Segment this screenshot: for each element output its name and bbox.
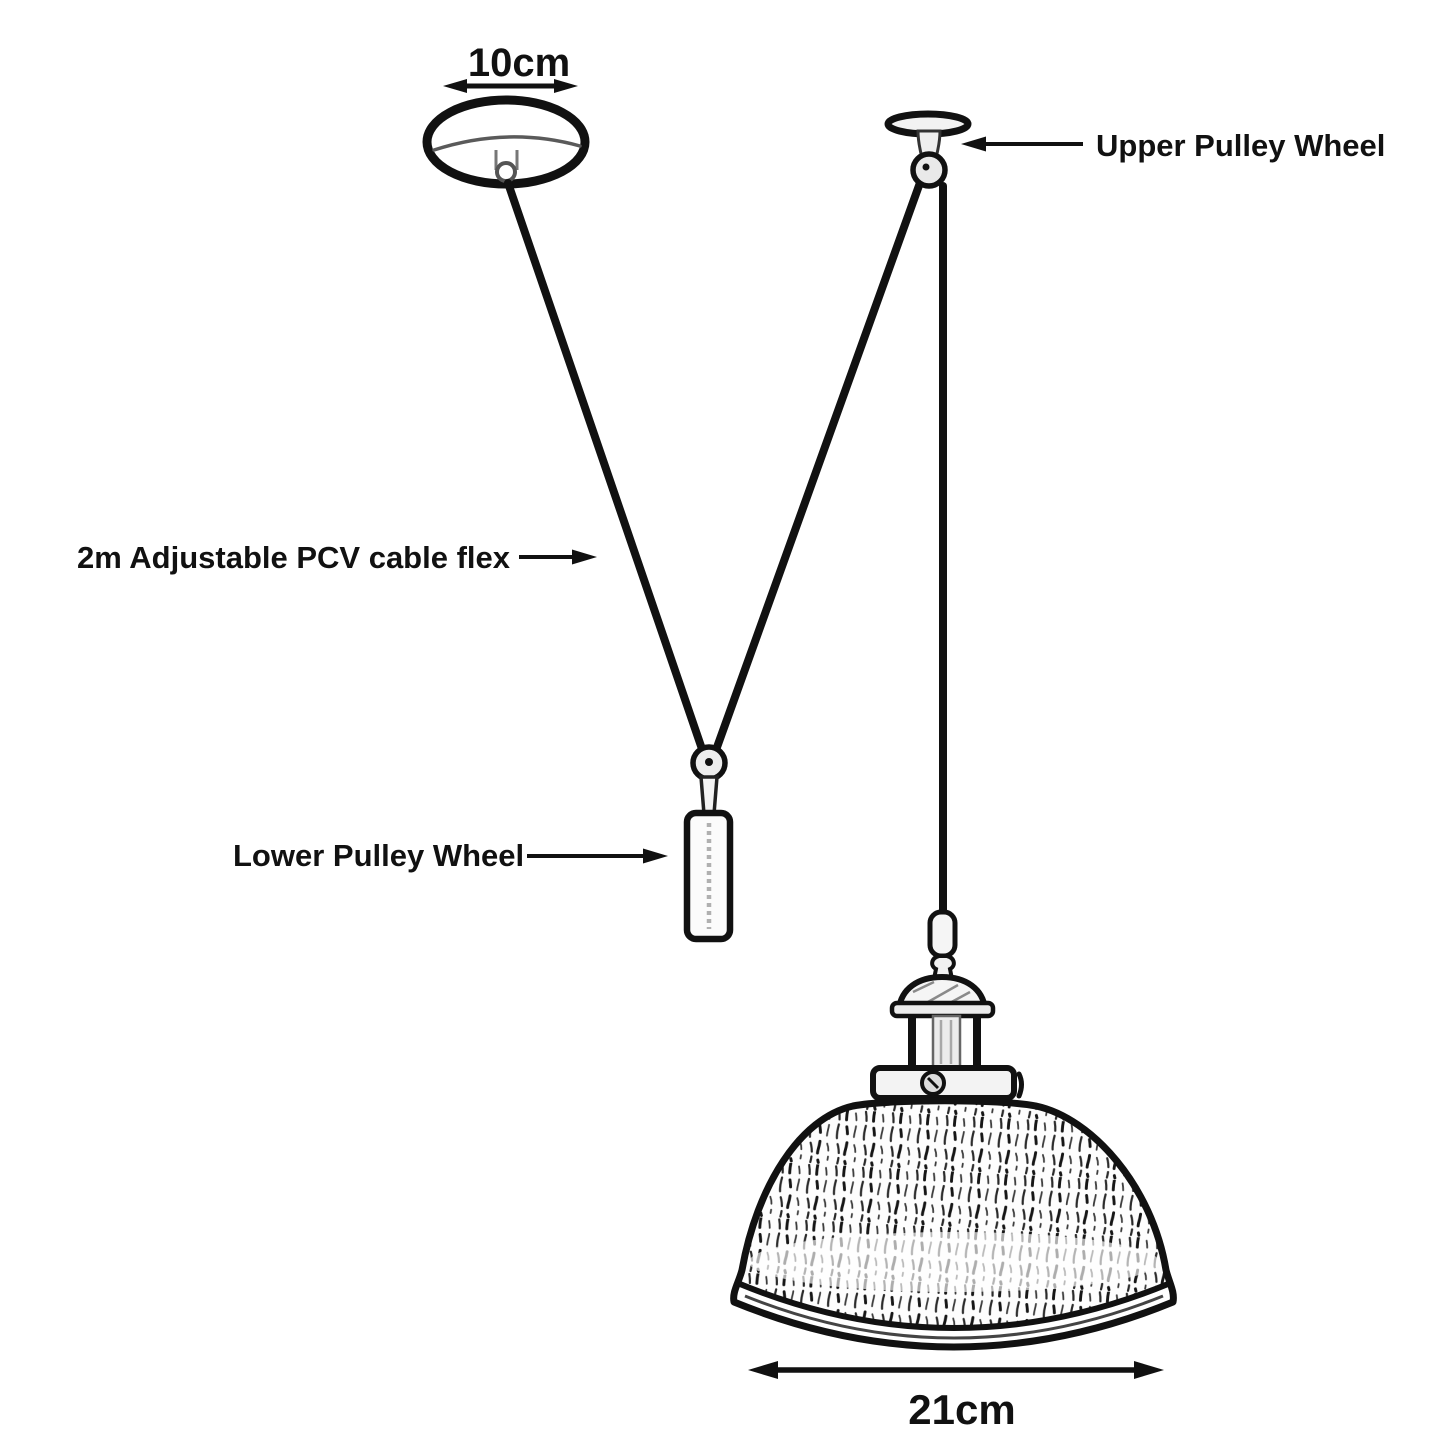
canopy-dimension-label: 10cm <box>468 41 570 85</box>
lower-pulley-label: Lower Pulley Wheel <box>233 838 524 873</box>
shade-dome-outline <box>730 1097 1177 1351</box>
ceiling-rose-stem <box>494 150 519 170</box>
callout-cable-flex: 2m Adjustable PCV cable flex <box>77 540 597 575</box>
ceiling-rose-rim-line <box>432 135 582 152</box>
ceiling-rose <box>422 95 590 189</box>
shade-ring-side-screw <box>1016 1071 1024 1099</box>
upper-pulley <box>884 110 972 189</box>
cable-rose-to-lower-pulley <box>504 179 706 753</box>
shade-rim-inner-edge <box>744 1294 1164 1340</box>
lamp-holder <box>870 909 1024 1101</box>
lower-pulley-counterweight <box>683 744 734 943</box>
cable-lower-to-upper-pulley <box>712 176 925 754</box>
shade-dimension: 21cm <box>748 1361 1164 1433</box>
upper-pulley-wheel <box>910 151 948 189</box>
callout-upper-pulley: Upper Pulley Wheel <box>961 128 1385 163</box>
upper-pulley-axle <box>922 163 930 171</box>
shade-rim-upper-edge <box>738 1281 1170 1331</box>
callout-lower-pulley: Lower Pulley Wheel <box>233 838 668 873</box>
counterweight-neck <box>699 775 719 816</box>
canopy-dimension-arrowhead-left-icon <box>443 79 467 93</box>
lower-pulley-callout-arrowhead-icon <box>643 848 668 864</box>
shade-ring-screw-slot <box>926 1076 940 1090</box>
shade-dimension-arrowhead-right-icon <box>1134 1361 1164 1379</box>
canopy-dimension-arrowhead-right-icon <box>554 79 578 93</box>
canopy-dimension: 10cm <box>443 41 578 93</box>
cable-flex-label: 2m Adjustable PCV cable flex <box>77 540 511 575</box>
upper-pulley-neck <box>916 129 942 156</box>
cable-flex-callout-arrowhead-icon <box>572 549 597 565</box>
upper-pulley-label: Upper Pulley Wheel <box>1096 128 1385 163</box>
shade-rim-band <box>734 1284 1173 1347</box>
shade-dimension-arrowhead-left-icon <box>748 1361 778 1379</box>
lamp-shade <box>730 1097 1177 1351</box>
shade-sheen <box>749 1232 1159 1292</box>
cord-grip-ferrule <box>927 909 958 959</box>
counterweight-body <box>683 809 734 943</box>
cables <box>504 176 947 918</box>
ceiling-rose-cord-grip <box>495 161 517 183</box>
upper-pulley-callout-arrowhead-icon <box>961 136 986 152</box>
shade-dimension-label: 21cm <box>908 1386 1015 1433</box>
lower-pulley-axle <box>705 758 713 766</box>
holder-socket-column <box>931 1014 962 1070</box>
